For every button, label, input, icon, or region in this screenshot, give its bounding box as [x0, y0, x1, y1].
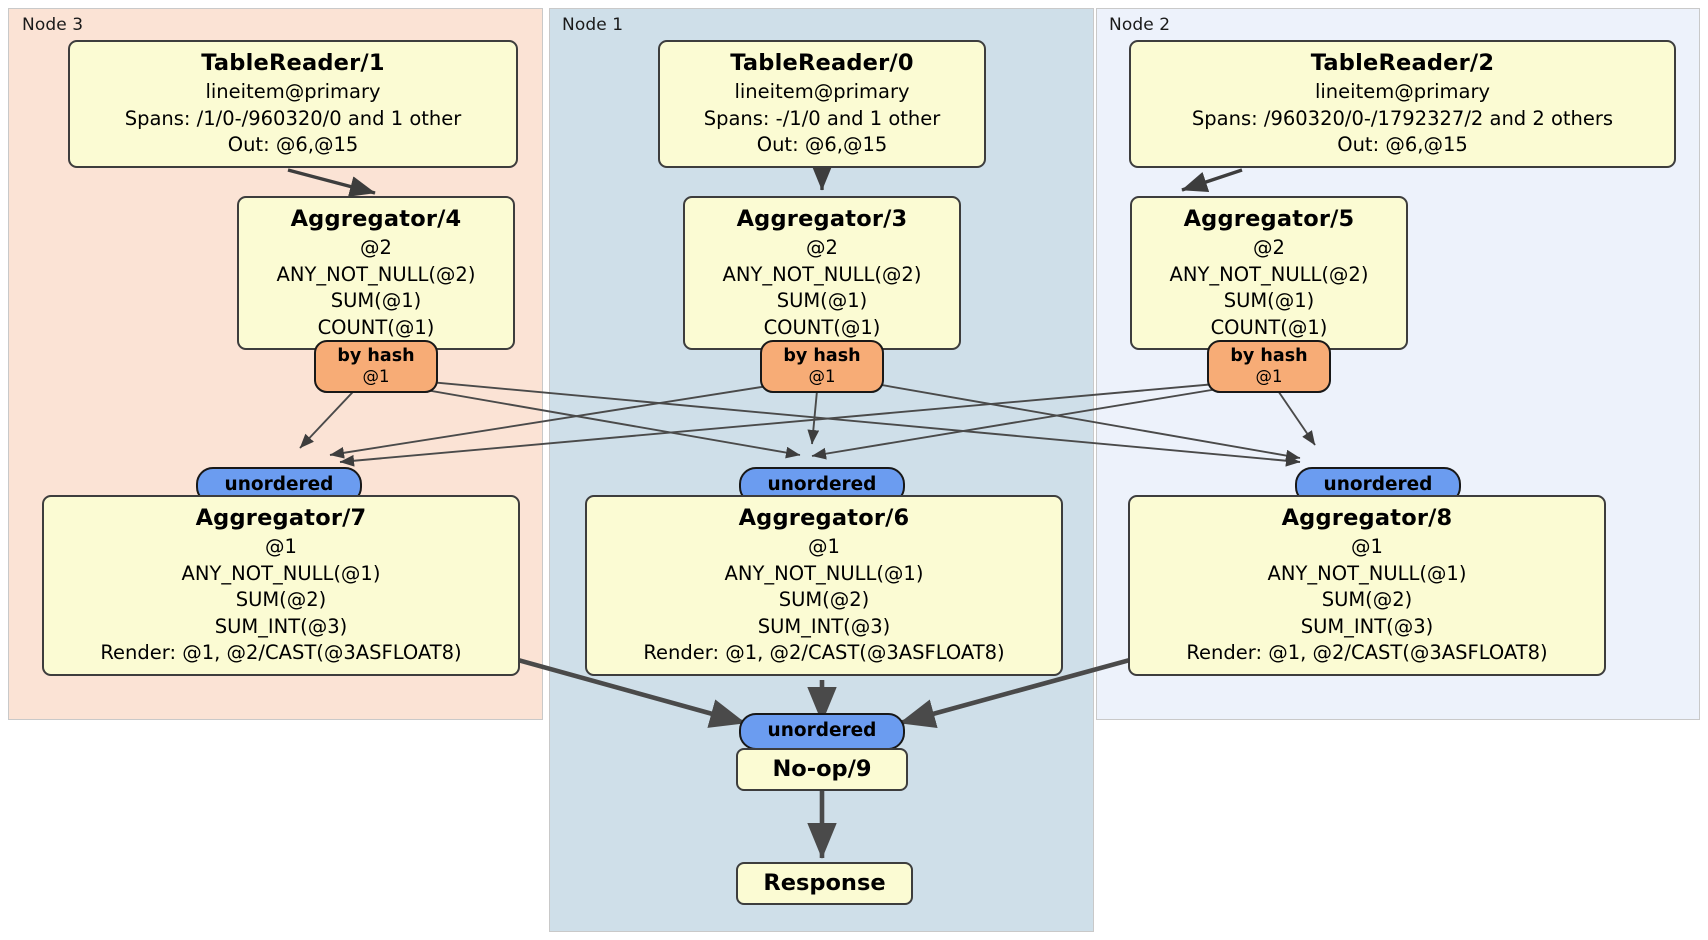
processor-title: No-op/9: [772, 756, 872, 782]
router-type-label: by hash: [783, 346, 861, 366]
processor-table-reader-1[interactable]: TableReader/1 lineitem@primary Spans: /1…: [68, 40, 518, 168]
router-column-label: @1: [1255, 367, 1283, 386]
processor-title: Aggregator/6: [738, 505, 910, 531]
processor-line: SUM(@2): [235, 588, 327, 611]
processor-line: @1: [1351, 535, 1383, 558]
processor-line: Render: @1, @2/CAST(@3ASFLOAT8): [100, 641, 462, 664]
processor-line: ANY_NOT_NULL(@2): [722, 262, 922, 286]
processor-line: Render: @1, @2/CAST(@3ASFLOAT8): [643, 641, 1005, 664]
router-type-label: by hash: [337, 346, 415, 366]
processor-title: TableReader/0: [730, 50, 914, 76]
node-panel-label-node-2: Node 2: [1109, 15, 1171, 35]
processor-line: @1: [808, 535, 840, 558]
processor-line: @2: [360, 236, 392, 259]
processor-title: Response: [763, 870, 886, 896]
processor-line: ANY_NOT_NULL(@2): [1169, 262, 1369, 286]
processor-aggregator-6[interactable]: Aggregator/6 @1 ANY_NOT_NULL(@1) SUM(@2)…: [585, 495, 1063, 676]
sync-label: unordered: [224, 474, 334, 495]
processor-line: SUM(@2): [778, 588, 870, 611]
processor-aggregator-3[interactable]: Aggregator/3 @2 ANY_NOT_NULL(@2) SUM(@1)…: [683, 196, 961, 350]
processor-line: SUM_INT(@3): [214, 614, 348, 638]
hash-router-badge-right[interactable]: by hash @1: [1207, 340, 1331, 393]
router-column-label: @1: [808, 367, 836, 386]
processor-line: lineitem@primary: [1314, 80, 1491, 103]
processor-line: SUM(@2): [1321, 588, 1413, 611]
processor-line: SUM(@1): [330, 289, 422, 312]
processor-table-reader-2[interactable]: TableReader/2 lineitem@primary Spans: /9…: [1129, 40, 1676, 168]
processor-no-op-9[interactable]: No-op/9: [736, 748, 908, 791]
processor-title: Aggregator/3: [736, 206, 908, 232]
processor-title: Aggregator/7: [195, 505, 367, 531]
processor-line: Out: @6,@15: [227, 133, 359, 156]
router-column-label: @1: [362, 367, 390, 386]
node-panel-label-node-1: Node 1: [562, 15, 624, 35]
processor-table-reader-0[interactable]: TableReader/0 lineitem@primary Spans: -/…: [658, 40, 986, 168]
processor-line: SUM(@1): [776, 289, 868, 312]
processor-title: Aggregator/5: [1183, 206, 1355, 232]
processor-line: lineitem@primary: [205, 80, 381, 103]
processor-aggregator-4[interactable]: Aggregator/4 @2 ANY_NOT_NULL(@2) SUM(@1)…: [237, 196, 515, 350]
processor-aggregator-8[interactable]: Aggregator/8 @1 ANY_NOT_NULL(@1) SUM(@2)…: [1128, 495, 1606, 676]
processor-line: Render: @1, @2/CAST(@3ASFLOAT8): [1186, 641, 1548, 664]
processor-line: Out: @6,@15: [756, 133, 888, 156]
processor-title: Aggregator/4: [290, 206, 462, 232]
processor-line: SUM_INT(@3): [1300, 614, 1434, 638]
hash-router-badge-center[interactable]: by hash @1: [760, 340, 884, 393]
processor-line: ANY_NOT_NULL(@1): [181, 561, 381, 585]
processor-line: ANY_NOT_NULL(@1): [724, 561, 924, 585]
processor-line: SUM(@1): [1223, 289, 1315, 312]
processor-line: COUNT(@1): [1210, 315, 1328, 339]
processor-line: @2: [1253, 236, 1285, 259]
processor-line: COUNT(@1): [763, 315, 881, 339]
hash-router-badge-left[interactable]: by hash @1: [314, 340, 438, 393]
processor-line: Spans: /1/0-/960320/0 and 1 other: [124, 106, 462, 130]
processor-title: Aggregator/8: [1281, 505, 1453, 531]
processor-line: Spans: -/1/0 and 1 other: [703, 106, 941, 130]
sync-label: unordered: [1323, 474, 1433, 495]
processor-line: Out: @6,@15: [1337, 133, 1468, 156]
processor-title: TableReader/2: [1310, 50, 1495, 76]
node-panel-label-node-3: Node 3: [22, 15, 84, 35]
processor-line: ANY_NOT_NULL(@1): [1267, 561, 1467, 585]
processor-line: lineitem@primary: [734, 80, 910, 103]
processor-line: ANY_NOT_NULL(@2): [276, 262, 476, 286]
processor-title: TableReader/1: [201, 50, 385, 76]
sync-label: unordered: [767, 474, 877, 495]
processor-aggregator-7[interactable]: Aggregator/7 @1 ANY_NOT_NULL(@1) SUM(@2)…: [42, 495, 520, 676]
sync-label: unordered: [767, 720, 877, 741]
processor-response[interactable]: Response: [736, 862, 913, 905]
processor-aggregator-5[interactable]: Aggregator/5 @2 ANY_NOT_NULL(@2) SUM(@1)…: [1130, 196, 1408, 350]
sync-badge-final[interactable]: unordered: [739, 713, 905, 750]
processor-line: COUNT(@1): [317, 315, 435, 339]
processor-line: @2: [806, 236, 838, 259]
processor-line: @1: [265, 535, 297, 558]
processor-line: SUM_INT(@3): [757, 614, 891, 638]
router-type-label: by hash: [1230, 346, 1308, 366]
processor-line: Spans: /960320/0-/1792327/2 and 2 others: [1191, 106, 1614, 130]
